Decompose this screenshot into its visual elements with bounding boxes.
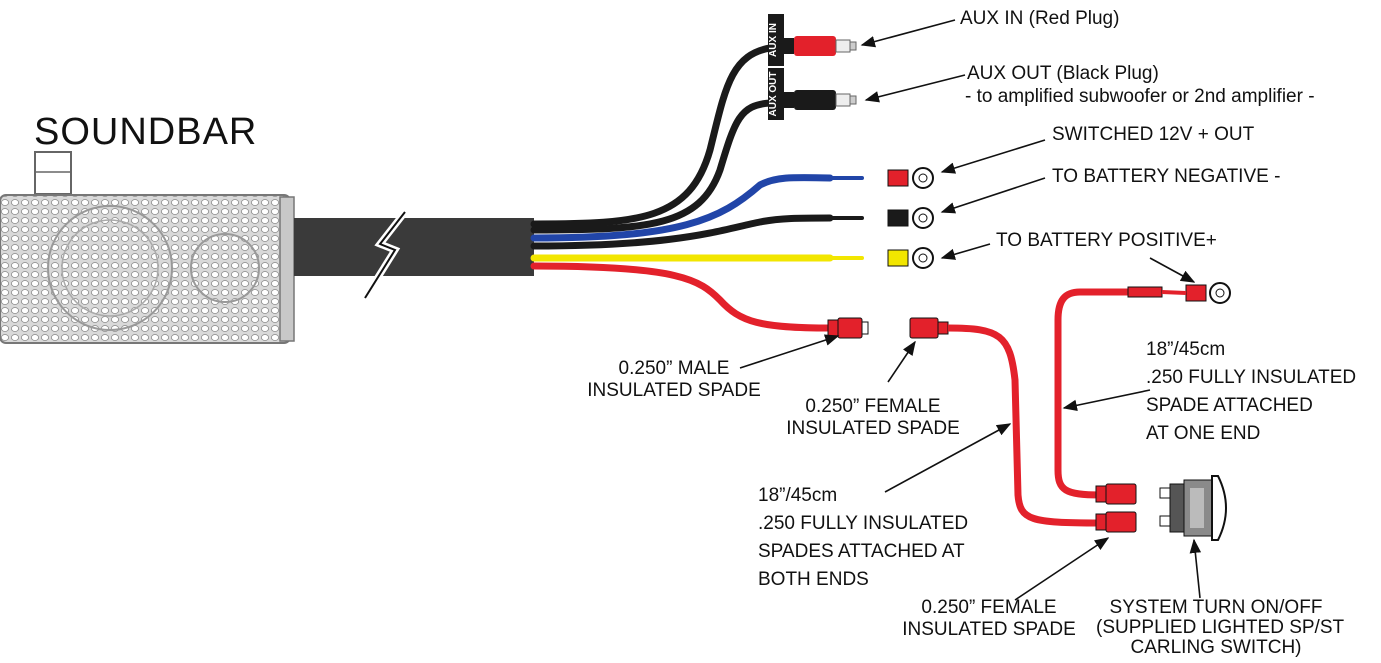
cable-sheath bbox=[294, 209, 534, 300]
wire-bundle bbox=[530, 44, 864, 332]
female-spade-2-label: 0.250” FEMALE INSULATED SPADE bbox=[902, 597, 1076, 640]
blue-wire bbox=[530, 174, 834, 242]
aux-out-tag: AUX OUT bbox=[768, 72, 779, 117]
female-spade-1 bbox=[909, 317, 949, 339]
end-cap bbox=[279, 196, 295, 342]
soundbar bbox=[0, 151, 295, 344]
sheath-body bbox=[294, 218, 534, 276]
female-spade-1-label: 0.250” FEMALE INSULATED SPADE bbox=[786, 396, 960, 439]
jumper-both-ends-label: 18”/45cm .250 FULLY INSULATED SPADES ATT… bbox=[758, 485, 969, 590]
switch-label: SYSTEM TURN ON/OFF (SUPPLIED LIGHTED SP/… bbox=[1096, 597, 1345, 658]
aux-in-label: AUX IN (Red Plug) bbox=[960, 8, 1120, 29]
aux-out-note: - to amplified subwoofer or 2nd amplifie… bbox=[965, 86, 1315, 107]
battery-negative-label: TO BATTERY NEGATIVE - bbox=[1052, 166, 1281, 187]
jumper-one-end-wire bbox=[1054, 288, 1140, 499]
ring-terminal-yellow bbox=[887, 247, 934, 269]
aux-in-tag: AUX IN bbox=[768, 23, 779, 57]
aux-out-plug: AUX OUT bbox=[768, 68, 857, 120]
switched-12v-label: SWITCHED 12V + OUT bbox=[1052, 124, 1255, 145]
aux-in-plug: AUX IN bbox=[768, 14, 857, 66]
black-wire bbox=[530, 214, 834, 250]
tweeter-ring bbox=[190, 233, 260, 303]
male-spade-label: 0.250” MALE INSULATED SPADE bbox=[587, 358, 761, 401]
aux-out-lead bbox=[530, 99, 774, 234]
mounting-bracket bbox=[34, 151, 72, 195]
aux-in-lead bbox=[530, 44, 774, 228]
jumper-one-end-label: 18”/45cm .250 FULLY INSULATED SPADE ATTA… bbox=[1146, 339, 1357, 444]
ring-terminal-black bbox=[887, 207, 934, 229]
ring-terminal-red bbox=[887, 167, 934, 189]
callout-arrows bbox=[739, 19, 1202, 601]
female-spade-switch-bottom bbox=[1095, 511, 1137, 533]
aux-out-label: AUX OUT (Black Plug) bbox=[967, 63, 1159, 84]
soundbar-title: SOUNDBAR bbox=[34, 111, 258, 153]
ring-terminal-battery-positive bbox=[1185, 282, 1231, 304]
jumper-both-ends-wire bbox=[947, 324, 1101, 527]
battery-positive-label: TO BATTERY POSITIVE+ bbox=[996, 230, 1217, 251]
woofer-ring bbox=[47, 205, 173, 331]
rocker-switch bbox=[1159, 475, 1227, 541]
jumper-end-crimp bbox=[1127, 286, 1163, 298]
female-spade-switch-top bbox=[1095, 483, 1137, 505]
male-spade bbox=[827, 317, 869, 339]
red-wire bbox=[530, 262, 834, 332]
